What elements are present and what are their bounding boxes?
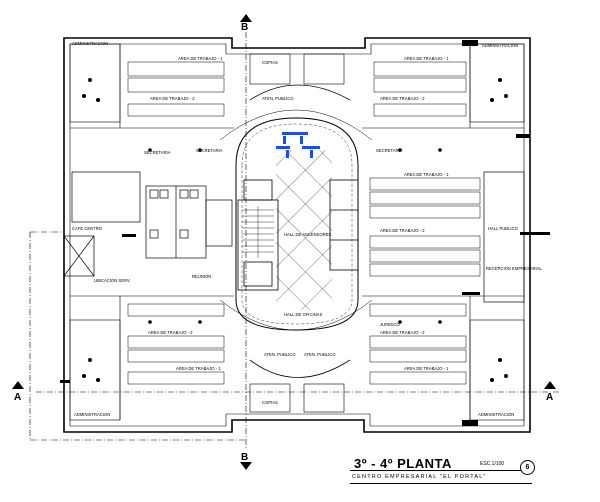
label-secretaria-left: SECRETARIA: [144, 150, 171, 155]
label-area1-br: AREA DE TRABAJO - 1: [404, 366, 449, 371]
label-copias-bottom: COPIAS: [262, 400, 278, 405]
chairs: [82, 78, 508, 382]
section-lines: [29, 32, 560, 450]
label-reunion: REUNION: [192, 274, 211, 279]
project-name: CENTRO EMPRESARIAL "EL PORTAL": [352, 474, 487, 480]
section-marker-b-top: B: [241, 22, 248, 33]
label-copias-top: COPIAS: [262, 60, 278, 65]
label-admin-tl: ADMINISTRACION: [72, 41, 108, 46]
label-area1-tr: AREA DE TRABAJO - 1: [404, 56, 449, 61]
label-aten-publico-b1: ATEN. PUBLICO: [264, 352, 296, 357]
blue-fixtures: [276, 132, 320, 158]
sheet-title: 3º - 4º PLANTA: [354, 456, 452, 471]
label-area1-mr: AREA DE TRABAJO - 1: [404, 172, 449, 177]
section-marker-a-left: A: [14, 392, 21, 403]
label-juridico: JURIDICO: [380, 322, 401, 327]
label-secretaria-center: SECRETARIA: [196, 148, 223, 153]
sheet-number-badge: 6: [520, 460, 535, 475]
label-admin-tr: ADMINISTRACION: [482, 43, 518, 48]
label-cafe: CAFE CENTRO: [72, 226, 103, 231]
label-area2-tl: AREA DE TRABAJO - 2: [150, 96, 195, 101]
window-marks: [60, 40, 550, 426]
label-aten-publico-b2: ATEN. PUBLICO: [304, 352, 336, 357]
label-area1-bl: AREA DE TRABAJO - 1: [176, 366, 221, 371]
label-hall: HALL DE ASCENSORES: [284, 232, 332, 237]
partitions: [69, 43, 525, 421]
label-area2-mr: AREA DE TRABAJO - 2: [380, 228, 425, 233]
scale-label: ESC.1/100: [480, 461, 505, 467]
label-admin-bl: ADMINISTRACION: [74, 412, 110, 417]
label-recepcion: RECEPCION EMPRESARIAL: [486, 266, 543, 271]
title-rule: [350, 470, 532, 471]
label-hall-oficinas: HALL DE OFICINAS: [284, 312, 322, 317]
workstations: [127, 61, 481, 385]
label-area2-tr: AREA DE TRABAJO - 2: [380, 96, 425, 101]
label-admin-br: ADMINISTRACION: [478, 412, 514, 417]
label-area2-br: AREA DE TRABAJO - 2: [380, 330, 425, 335]
section-marker-a-right: A: [546, 392, 553, 403]
section-markers: B B A A: [12, 14, 556, 470]
label-secretaria-right: SECRETARIA: [376, 148, 403, 153]
label-area2-bl: AREA DE TRABAJO - 2: [148, 330, 193, 335]
service-blocks: [63, 171, 525, 303]
room-labels: ADMINISTRACION ADMINISTRACION ADMINISTRA…: [72, 41, 543, 417]
title-rule-2: [350, 483, 532, 484]
section-marker-b-bottom: B: [241, 452, 248, 463]
label-aten-publico-top: ATEN. PUBLICO: [262, 96, 294, 101]
label-hall-publico: HALL PUBLICO: [488, 226, 519, 231]
label-ubicacion: UBICACION SERV.: [94, 278, 131, 283]
outer-walls: [63, 37, 531, 433]
label-area1-tl: AREA DE TRABAJO - 1: [178, 56, 223, 61]
atrium: [219, 84, 373, 378]
